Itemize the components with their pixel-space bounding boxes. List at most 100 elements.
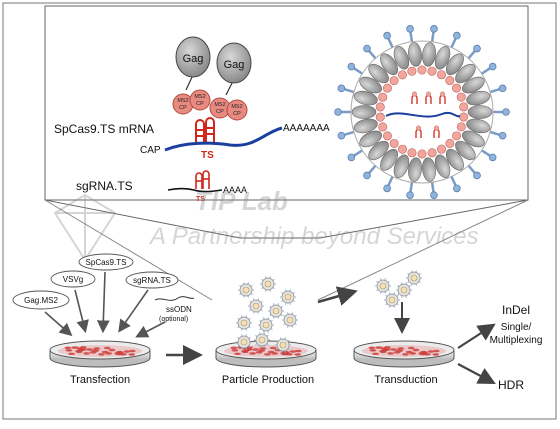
dish-cell	[402, 353, 409, 356]
gag-protein-1: Gag	[175, 36, 211, 91]
vlp-ms2cp	[417, 65, 427, 75]
ssodn-item: ssODN (optional)	[154, 296, 195, 323]
dish-cell	[379, 350, 387, 354]
dish-cell	[75, 350, 83, 354]
ms2cp-label-1b: CP	[179, 105, 187, 111]
vlp-gag	[359, 76, 382, 94]
ms2cp-label-3a: MS2	[214, 102, 225, 108]
vlp-gag	[408, 157, 422, 182]
outcome-single: Single/	[501, 322, 532, 333]
vlp-ms2cp	[417, 149, 427, 159]
vlp-gag	[434, 154, 451, 178]
watermark-logo-icon	[53, 193, 117, 262]
vlp-gag	[393, 154, 410, 178]
plasmid-spcas9-ts: SpCas9.TS	[78, 253, 134, 271]
vlp-gag	[466, 118, 491, 134]
dish-cell	[421, 351, 428, 354]
dish-cell	[390, 348, 398, 351]
dish-cell	[427, 350, 435, 353]
vlp-gag	[368, 140, 389, 161]
vlp-bound-ms2cp	[412, 91, 417, 97]
vlp-spike-head	[406, 25, 414, 33]
dish-cell	[117, 351, 124, 354]
vlp-bound-ms2cp	[416, 125, 421, 131]
sgrna-strand	[167, 187, 223, 193]
vlp-spike-head	[347, 153, 356, 162]
vlp-spike-head	[363, 171, 371, 180]
plasmid-label-vsvg: VSVg	[63, 275, 83, 284]
callout-line-right	[317, 199, 529, 301]
arrow-to-indel	[457, 323, 496, 349]
ms2cp-protein-2: MS2 CP	[189, 89, 211, 111]
vlp-ms2cp	[437, 144, 447, 154]
outcome-multiplexing: Multiplexing	[490, 335, 543, 346]
dish-cell	[369, 349, 377, 352]
particle-core	[410, 274, 418, 282]
transfection-arrows	[44, 271, 166, 338]
dish-cell	[294, 349, 302, 353]
particle-core	[272, 307, 280, 315]
vlp-gag	[422, 42, 436, 67]
dish-cell	[375, 346, 383, 349]
vlp-gag	[462, 76, 485, 94]
callout-line-left	[44, 199, 213, 301]
vlp-gag	[353, 90, 378, 106]
dish-cell	[123, 350, 131, 353]
vlp-spike-head	[430, 191, 438, 199]
dish-cell	[289, 350, 297, 353]
ms2cp-label-4a: MS2	[231, 104, 242, 110]
dish-cell	[103, 346, 111, 350]
dish-cell	[65, 349, 73, 352]
vlp-particle-large	[334, 25, 510, 199]
plasmid-label-spcas9-ts: SpCas9.TS	[86, 258, 127, 267]
dish-cell	[93, 347, 101, 350]
vlp-spike-head	[498, 131, 507, 140]
vlp-ms2cp	[375, 112, 385, 122]
vlp-gag	[462, 130, 485, 148]
watermark-tagline: A Partnership beyond Services	[148, 223, 479, 250]
vlp-gag	[359, 130, 382, 148]
vlp-spike-head	[488, 153, 497, 162]
particle-core	[388, 296, 396, 304]
vlp-gag	[351, 105, 377, 119]
dish-cell	[383, 348, 391, 351]
dish-cell	[80, 346, 87, 349]
sgrna-construct: sgRNA.TS TS AAAA	[76, 170, 247, 203]
ts-label: TS	[201, 150, 214, 161]
dish-cell	[294, 353, 302, 356]
ms2cp-protein-4: MS2 CP	[226, 99, 248, 121]
dish-cell	[412, 348, 420, 352]
dish-cell	[231, 349, 239, 352]
vlp-gag	[422, 157, 436, 182]
watermark-brand: TIP Lab	[195, 186, 288, 216]
dish-cell	[372, 352, 379, 356]
vlp-ms2cp	[389, 76, 399, 86]
vlp-spike-head	[502, 108, 510, 116]
mrna-construct: Gag Gag MS2 CP MS2 CP MS2 CP MS2 CP	[54, 36, 330, 161]
dish-cell	[108, 348, 116, 352]
vlp-ms2cp	[459, 112, 469, 122]
ms2cp-label-3b: CP	[216, 109, 224, 115]
particle-core	[284, 293, 292, 301]
transfection-dish	[49, 340, 151, 368]
vlp-ms2cp	[378, 122, 388, 132]
dish-cell	[68, 352, 75, 356]
dish-cell	[241, 350, 249, 354]
vlp-gag	[455, 63, 476, 84]
vlp-spike-head	[473, 171, 481, 180]
vlp-core	[386, 76, 458, 148]
dish-cell	[92, 349, 100, 352]
particle-core	[264, 280, 272, 288]
vlp-spike-head	[334, 108, 342, 116]
vlp-ms2cp	[445, 138, 455, 148]
dish-cell	[71, 346, 79, 349]
vlp-ms2cp	[445, 76, 455, 86]
vlp-spike-head	[473, 44, 481, 53]
sgrna-ts-label: TS	[196, 196, 205, 203]
dish-cell	[432, 353, 440, 356]
plasmid-label-sgrna-ts: sgRNA.TS	[133, 276, 171, 285]
ssodn-optional-label: (optional)	[159, 316, 188, 323]
ts-hairpins-sgrna	[195, 170, 210, 189]
vlp-spike-head	[488, 62, 497, 71]
